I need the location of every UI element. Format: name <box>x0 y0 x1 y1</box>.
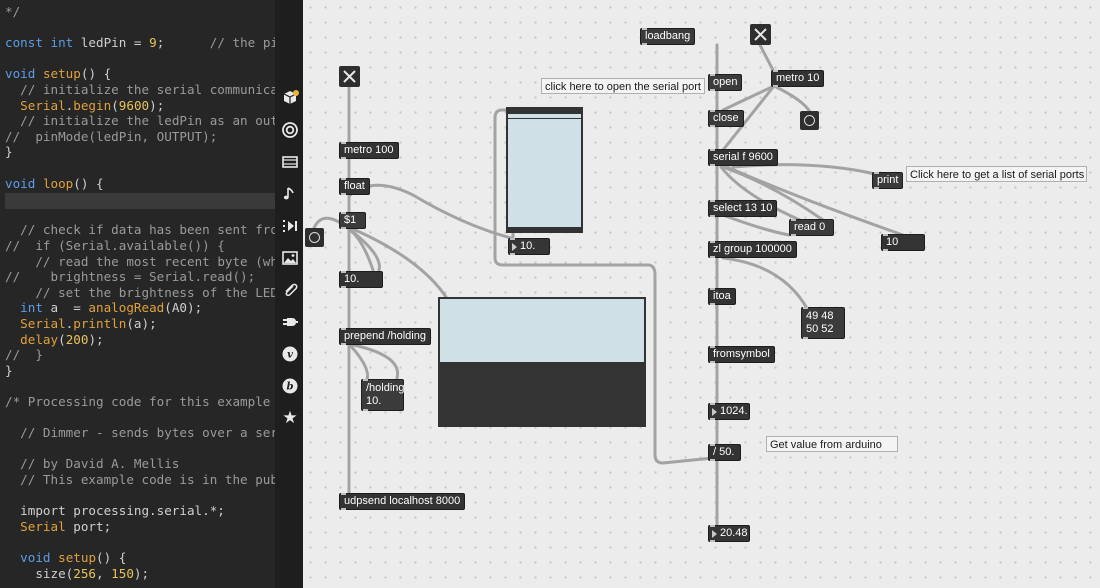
code-line: void setup() { <box>5 66 112 82</box>
number-box-2048[interactable]: 20.48 <box>708 525 750 542</box>
target-icon[interactable] <box>279 119 301 141</box>
multislider-fill <box>440 362 644 426</box>
code-line: const int ledPin = 9; // the pin t <box>5 35 275 51</box>
code-line: /* Processing code for this example <box>5 394 271 409</box>
fromsymbol-object[interactable]: fromsymbol <box>708 346 775 363</box>
prepend-holding-object[interactable]: prepend /holding <box>339 328 431 345</box>
code-line: void setup() { <box>20 550 127 565</box>
toggle-metro10[interactable] <box>750 24 771 45</box>
multislider[interactable] <box>438 297 646 427</box>
code-line: // check if data has been sent from t <box>20 222 275 238</box>
code-line: // } <box>5 347 43 363</box>
number-box-1024[interactable]: 1024. <box>708 403 750 420</box>
slider-level-line <box>508 118 581 119</box>
code-editor[interactable]: */ const int ledPin = 9; // the pin t void… <box>0 0 275 588</box>
play-sequence-icon[interactable] <box>279 215 301 237</box>
paperclip-icon[interactable] <box>279 279 301 301</box>
code-line: delay(200); <box>20 331 104 347</box>
bpatcher-icon[interactable]: b <box>279 375 301 397</box>
dollar1-message[interactable]: $1 <box>339 212 366 229</box>
code-line: int a = analogRead(A0); <box>20 300 203 316</box>
code-line: // initialize the ledPin as an output <box>20 113 275 129</box>
code-line: Serial.begin(9600); <box>20 97 165 113</box>
toggle-metro100[interactable] <box>339 66 360 87</box>
bang-left[interactable] <box>305 228 324 247</box>
code-line: } <box>5 144 13 160</box>
plug-icon[interactable] <box>279 311 301 333</box>
divide-object[interactable]: / 50. <box>708 444 741 461</box>
code-line: // set the brightness of the LED: <box>35 284 275 300</box>
udpsend-object[interactable]: udpsend localhost 8000 <box>339 493 466 510</box>
multislider-top-line <box>440 298 644 299</box>
current-line-highlight <box>5 193 275 209</box>
film-icon[interactable] <box>279 151 301 173</box>
metro-10-object[interactable]: metro 10 <box>771 70 825 87</box>
comment-open-port: click here to open the serial port <box>541 78 705 94</box>
bang-metro10[interactable] <box>800 111 819 130</box>
list-output-message[interactable]: 49 48 50 52 <box>801 307 845 339</box>
code-line: // initialize the serial communicatio <box>20 82 275 97</box>
code-line: // by David A. Mellis <box>20 456 180 472</box>
code-line: */ <box>5 4 21 19</box>
cube-icon[interactable] <box>279 87 301 109</box>
number-box-10-right[interactable]: 10. <box>508 238 550 255</box>
number-box-10-float[interactable]: 10. <box>339 271 383 288</box>
itoa-object[interactable]: itoa <box>708 288 736 305</box>
select-object[interactable]: select 13 10 <box>708 200 778 217</box>
slider-knob-top <box>508 109 581 114</box>
close-message[interactable]: close <box>708 110 744 127</box>
code-line: import processing.serial.*; <box>5 503 225 519</box>
loadbang-object[interactable]: loadbang <box>640 28 696 45</box>
code-line: // Dimmer - sends bytes over a serial <box>20 425 275 441</box>
open-message[interactable]: open <box>708 74 743 91</box>
zl-group-object[interactable]: zl group 100000 <box>708 241 797 258</box>
float-object[interactable]: float <box>339 178 370 195</box>
image-icon[interactable] <box>279 247 301 269</box>
code-line: // This example code is in the publi <box>20 472 275 487</box>
svg-text:v: v <box>287 350 293 361</box>
comment-get-value: Get value from arduino <box>766 436 898 452</box>
code-line: Serial.println(a); <box>20 316 157 331</box>
vst-icon[interactable]: v <box>279 343 301 365</box>
music-note-icon[interactable] <box>279 183 301 205</box>
code-line: // pinMode(ledPin, OUTPUT); <box>5 128 218 144</box>
vertical-slider[interactable] <box>506 107 583 233</box>
patcher-canvas[interactable]: metro 100 float $1 10. prepend /holding … <box>303 0 1100 588</box>
metro-100-object[interactable]: metro 100 <box>339 142 399 159</box>
print-message[interactable]: print <box>872 172 904 189</box>
code-line: Serial port; <box>20 518 112 534</box>
code-line: // brightness = Serial.read(); <box>5 269 256 285</box>
code-line: // read the most recent byte (which <box>35 253 275 269</box>
code-line: void loop() { <box>5 175 104 191</box>
code-line: size(256, 150); <box>5 565 150 581</box>
star-icon[interactable]: ★ <box>282 408 298 427</box>
serial-object[interactable]: serial f 9600 <box>708 149 778 166</box>
slider-base <box>508 227 581 231</box>
svg-text:b: b <box>287 382 294 393</box>
code-line: } <box>5 362 13 378</box>
holding-message[interactable]: /holding 10. <box>361 379 405 411</box>
number-box-10[interactable]: 10 <box>881 234 925 251</box>
code-line: // if (Serial.available()) { <box>5 238 225 253</box>
comment-list-ports: Click here to get a list of serial ports <box>906 166 1087 182</box>
read-0-message[interactable]: read 0 <box>789 219 834 236</box>
